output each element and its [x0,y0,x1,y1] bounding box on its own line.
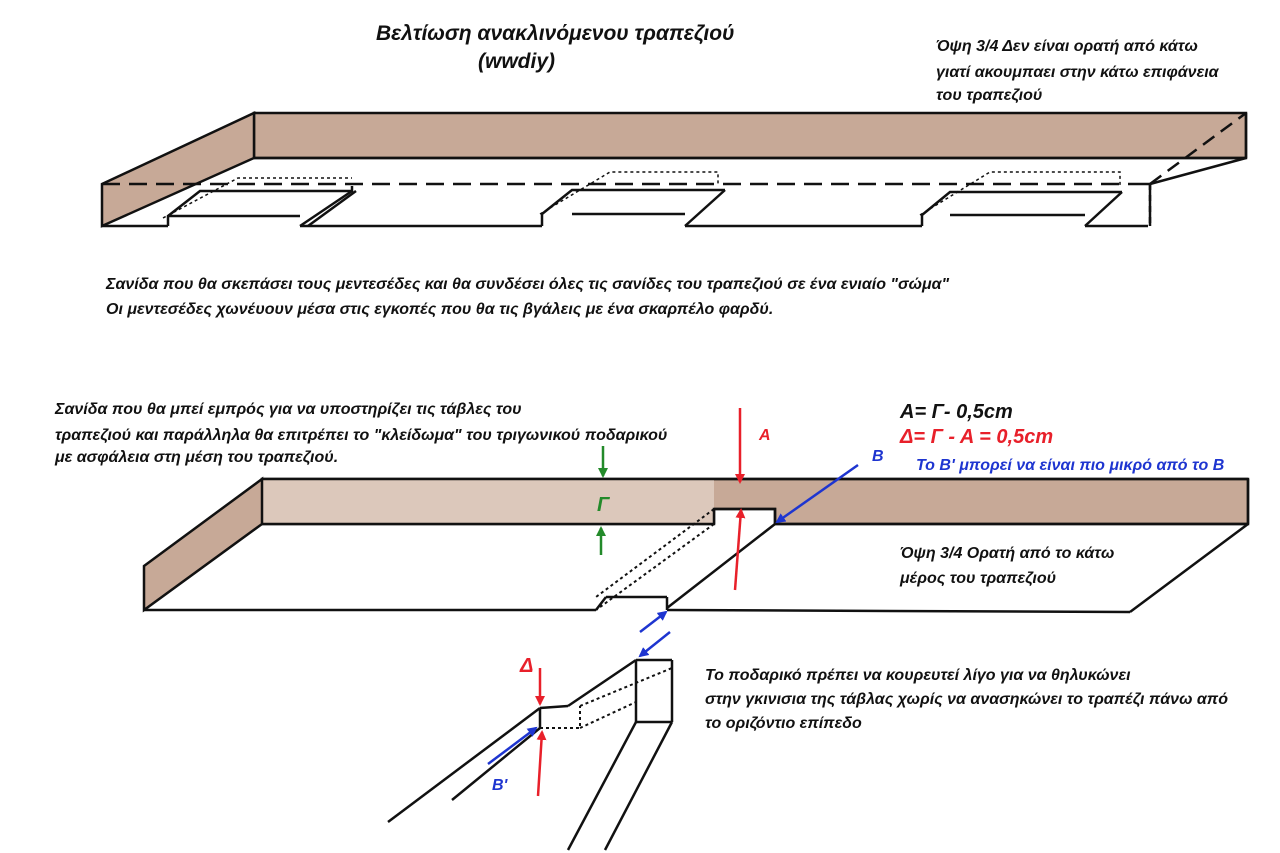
label-b: Β [872,448,884,465]
title-line-1: Βελτίωση ανακλινόμενου τραπεζιού [376,22,734,45]
board-note-line-1: Σανίδα που θα σκεπάσει τους μεντεσέδες κ… [105,276,950,293]
top-board-drawing [100,111,1248,228]
leg-note-line-1: Το ποδαρικό πρέπει να κουρευτεί λίγο για… [705,667,1131,684]
label-a: Α [758,427,771,444]
hinge-notch-2 [539,171,726,227]
bottom-view-note-line-1: Όψη 3/4 Ορατή από το κάτω [900,545,1114,562]
front-board-left-face [142,476,264,613]
top-view-note-line-2: γιατί ακουμπαει στην κάτω επιφάνεια [936,64,1220,81]
formula-d: Δ= Γ - Α = 0,5cm [899,426,1053,448]
hinge-notches [162,171,1123,228]
label-g: Γ [597,494,610,516]
hinge-notch-1 [162,177,357,228]
top-board-back-face [252,111,1248,160]
bottom-view-note-line-2: μέρος του τραπεζιού [899,570,1056,587]
front-board-drawing [142,476,1250,614]
hinge-notch-3 [919,171,1123,227]
title-line-2: (wwdiy) [478,50,555,73]
formula-a: Α= Γ- 0,5cm [899,401,1013,423]
leg-note-line-3: το οριζόντιο επίπεδο [705,715,862,732]
dimension-g: Γ [596,446,610,555]
top-view-note-line-3: του τραπεζιού [936,87,1042,104]
dimension-a: Α [733,408,771,591]
front-board-inner-face [262,479,714,524]
label-b-prime: Β' [492,777,509,794]
dimension-b-prime: Β' [487,726,538,794]
hidden-edge-dashed-right [1149,111,1247,186]
dimension-d: Δ [519,655,547,797]
leg-note-line-2: στην γκινισια της τάβλας χωρίς να ανασηκ… [705,691,1228,708]
label-d: Δ [519,655,533,677]
leg-drawing [387,658,674,851]
front-board-note-line-1: Σανίδα που θα μπεί εμπρός για να υποστηρ… [54,401,522,418]
front-board-note-line-2: τραπεζιού και παράλληλα θα επιτρέπει το … [55,427,667,444]
board-note-line-2: Οι μεντεσέδες χωνέυουν μέσα στις εγκοπές… [106,301,773,318]
top-view-note-line-1: Όψη 3/4 Δεν είναι ορατή από κάτω [936,38,1198,55]
formula-b-note: Το Β' μπορεί να είναι πιο μικρό από το Β [916,457,1224,474]
front-board-note-line-3: με ασφάλεια στη μέση του τραπεζιού. [54,449,338,466]
dimension-b: Β [638,448,884,658]
